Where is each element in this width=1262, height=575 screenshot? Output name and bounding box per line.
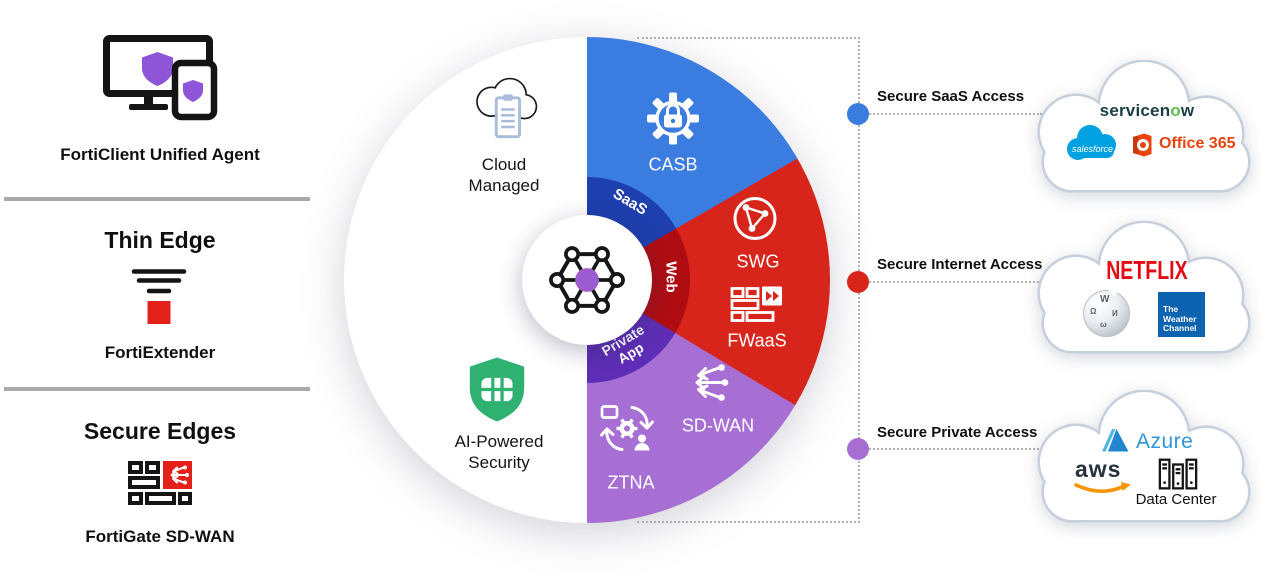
dotted-bracket bbox=[637, 37, 860, 523]
fortiextender-label: FortiExtender bbox=[104, 343, 216, 362]
forticlient-devices-icon bbox=[101, 28, 219, 127]
saas-cloud: servicenow salesforce Office 365 bbox=[1034, 60, 1260, 196]
sdwan-branch-icon bbox=[684, 360, 732, 411]
internet-cloud: NETFLIX W Ω И ω The Weather Channel bbox=[1034, 221, 1260, 357]
private-connector-line bbox=[858, 448, 1042, 450]
private-connector-dot bbox=[847, 438, 869, 460]
ztna-label: ZTNA bbox=[607, 472, 655, 493]
azure-label: Azure bbox=[1136, 430, 1194, 453]
fwaas-firewall-icon bbox=[730, 286, 784, 331]
netflix-logo: NETFLIX bbox=[1106, 255, 1188, 285]
svg-text:salesforce: salesforce bbox=[1072, 144, 1113, 154]
aws-swoosh-icon bbox=[1074, 482, 1134, 503]
aws-logo: aws bbox=[1075, 456, 1122, 482]
divider-bottom bbox=[4, 387, 310, 391]
servicenow-logo: servicenow bbox=[1099, 101, 1195, 120]
swg-globe-icon bbox=[730, 194, 780, 249]
fortigate-sdwan-icon bbox=[127, 460, 193, 515]
cloud-outline bbox=[1037, 221, 1251, 354]
weather-channel-logo: The Weather Channel bbox=[1158, 292, 1205, 337]
wikipedia-globe-icon: W Ω И ω bbox=[1083, 290, 1130, 337]
secure-edges-heading: Secure Edges bbox=[83, 418, 237, 444]
mesh-network-icon bbox=[549, 246, 625, 314]
fwaas-label: FWaaS bbox=[727, 330, 787, 351]
divider-top bbox=[4, 197, 310, 201]
thin-edge-heading: Thin Edge bbox=[104, 227, 216, 253]
secure-saas-access-label: Secure SaaS Access bbox=[877, 88, 1025, 105]
cloud-managed-icon bbox=[468, 75, 542, 148]
sase-wheel: Cloud Managed AI-Powered Security bbox=[344, 37, 830, 523]
salesforce-logo: salesforce bbox=[1063, 122, 1121, 169]
saas-connector-dot bbox=[847, 103, 869, 125]
azure-icon bbox=[1100, 426, 1130, 459]
fortigate-sdwan-label: FortiGate SD-WAN bbox=[85, 527, 235, 546]
office-365-label: Office 365 bbox=[1159, 135, 1236, 152]
ai-security-label: AI-Powered Security bbox=[454, 432, 544, 472]
forticlient-label: FortiClient Unified Agent bbox=[60, 145, 260, 164]
internet-connector-dot bbox=[847, 271, 869, 293]
swg-label: SWG bbox=[736, 251, 780, 272]
private-cloud: Azure aws Data Center bbox=[1034, 390, 1260, 526]
ztna-icon bbox=[599, 401, 655, 462]
internet-connector-line bbox=[858, 281, 1042, 283]
hub bbox=[522, 215, 652, 345]
cloud-managed-label: Cloud Managed bbox=[468, 155, 540, 195]
sdwan-label: SD-WAN bbox=[681, 415, 755, 436]
fortiextender-icon bbox=[130, 266, 188, 333]
secure-internet-access-label: Secure Internet Access bbox=[877, 256, 1043, 273]
data-center-label: Data Center bbox=[1135, 491, 1217, 508]
data-center-icon bbox=[1157, 456, 1199, 499]
office-365-icon bbox=[1128, 132, 1154, 163]
casb-label: CASB bbox=[648, 154, 698, 175]
secure-private-access-label: Secure Private Access bbox=[877, 424, 1038, 441]
casb-gear-lock-icon bbox=[646, 92, 700, 151]
saas-connector-line bbox=[858, 113, 1042, 115]
ai-security-shield-icon bbox=[463, 355, 531, 430]
